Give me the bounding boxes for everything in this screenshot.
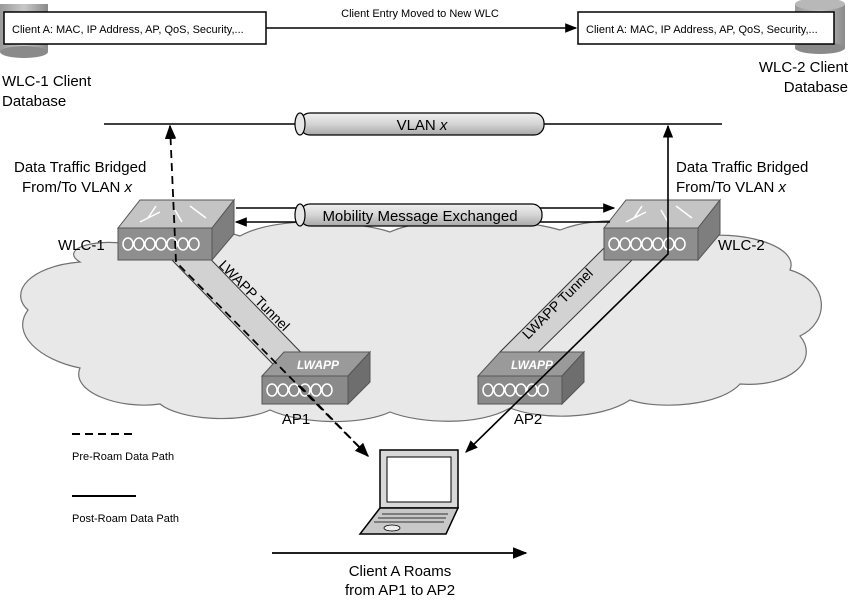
wlc2-db-label-line2: Database [784, 79, 848, 96]
ap2-label: AP2 [514, 411, 542, 428]
wlc2-db-label-line1: WLC-2 Client [759, 59, 849, 76]
wlc1-switch-icon [116, 198, 236, 262]
wlc1-db-label-line2: Database [2, 93, 66, 110]
legend-pre-label: Pre-Roam Data Path [72, 451, 174, 463]
pre-roam-laptop-arrow [299, 385, 370, 458]
ap2-badge: LWAPP [511, 358, 554, 372]
wlc1-db-label-line1: WLC-1 Client [2, 73, 92, 90]
ap1-label: AP1 [282, 411, 310, 428]
mobility-label: Mobility Message Exchanged [322, 208, 517, 225]
wlc1-client-entry-box [3, 11, 267, 45]
roam-caption-line1: Client A Roams [349, 563, 452, 580]
wlc2-switch-icon [602, 198, 722, 262]
wlc2-client-entry-text: Client A: MAC, IP Address, AP, QoS, Secu… [586, 24, 818, 36]
client-laptop-icon [358, 449, 460, 535]
post-roam-path [465, 124, 674, 453]
bridged-left-line1: Data Traffic Bridged [14, 159, 146, 176]
wlc1-label: WLC-1 [58, 237, 105, 254]
roam-caption-line2: from AP1 to AP2 [345, 582, 455, 599]
vlan-label: VLAN x [397, 117, 448, 134]
entry-move-label: Client Entry Moved to New WLC [341, 8, 499, 20]
wlc2-client-entry-box [577, 11, 835, 45]
ap1-badge: LWAPP [297, 358, 340, 372]
legend-post-label: Post-Roam Data Path [72, 513, 179, 525]
bridged-left-line2: From/To VLAN x [22, 179, 133, 196]
bridged-right-line2: From/To VLAN x [676, 179, 787, 196]
wlc1-client-entry-text: Client A: MAC, IP Address, AP, QoS, Secu… [12, 24, 244, 36]
wlc2-label: WLC-2 [718, 237, 765, 254]
bridged-right-line1: Data Traffic Bridged [676, 159, 808, 176]
